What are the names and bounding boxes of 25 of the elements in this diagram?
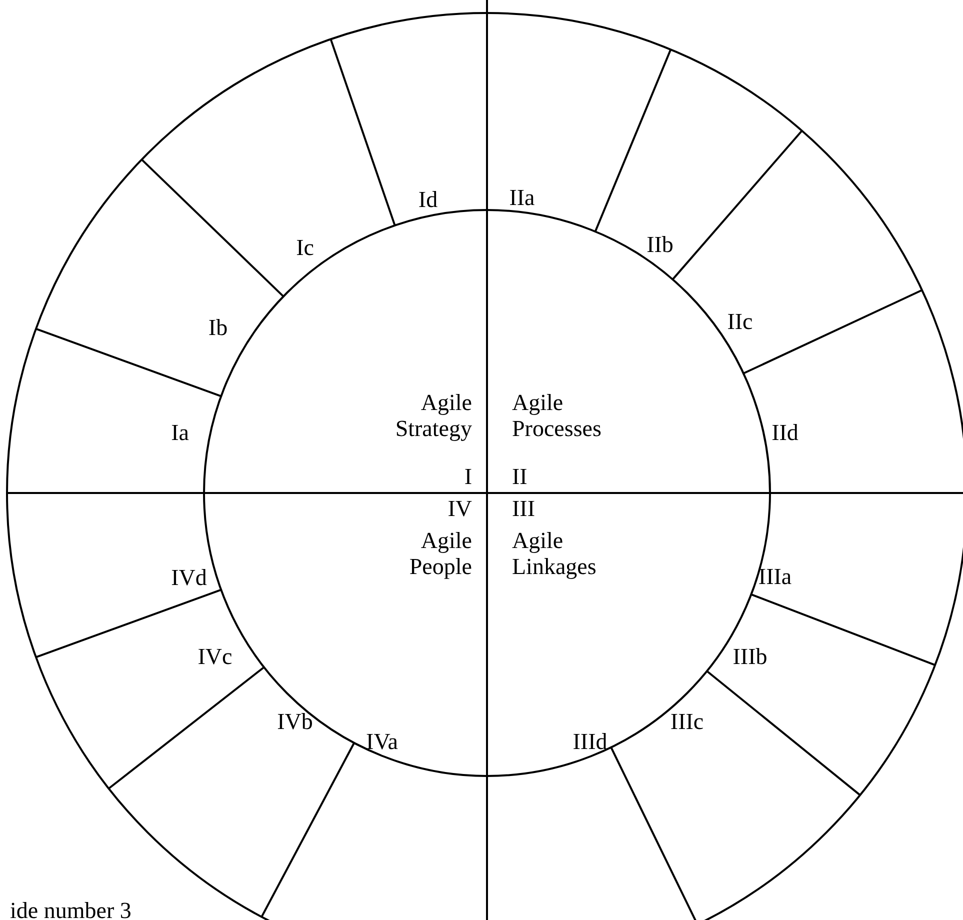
quadrant-numeral: III (512, 496, 536, 522)
segment-label: Ic (296, 235, 314, 261)
segment-label: IIc (727, 309, 753, 335)
segment-label: Ib (208, 315, 228, 341)
quadrant-title: Agile Strategy (394, 390, 472, 442)
footer-note: ide number 3 (10, 898, 132, 920)
segment-label: IVc (198, 644, 232, 670)
segment-label: IIId (572, 729, 608, 755)
quadrant-title: Agile People (408, 528, 472, 580)
segment-label: IVd (171, 565, 207, 591)
segment-label: Id (418, 187, 438, 213)
segment-label: IVa (366, 729, 398, 755)
segment-label: IId (772, 420, 798, 446)
segment-label: IIIc (670, 709, 704, 735)
quadrant-numeral: I (463, 464, 472, 490)
segment-label: IIa (509, 185, 535, 211)
quadrant-numeral: IV (446, 496, 472, 522)
quadrant-title: Agile Processes (512, 390, 602, 442)
segment-label: IIb (646, 232, 674, 258)
segment-label: Ia (171, 420, 189, 446)
quadrant-numeral: II (512, 464, 528, 490)
segment-label: IIIa (758, 564, 792, 590)
segment-label: IVb (277, 709, 313, 735)
quadrant-title: Agile Linkages (512, 528, 598, 580)
segment-label: IIIb (732, 644, 768, 670)
